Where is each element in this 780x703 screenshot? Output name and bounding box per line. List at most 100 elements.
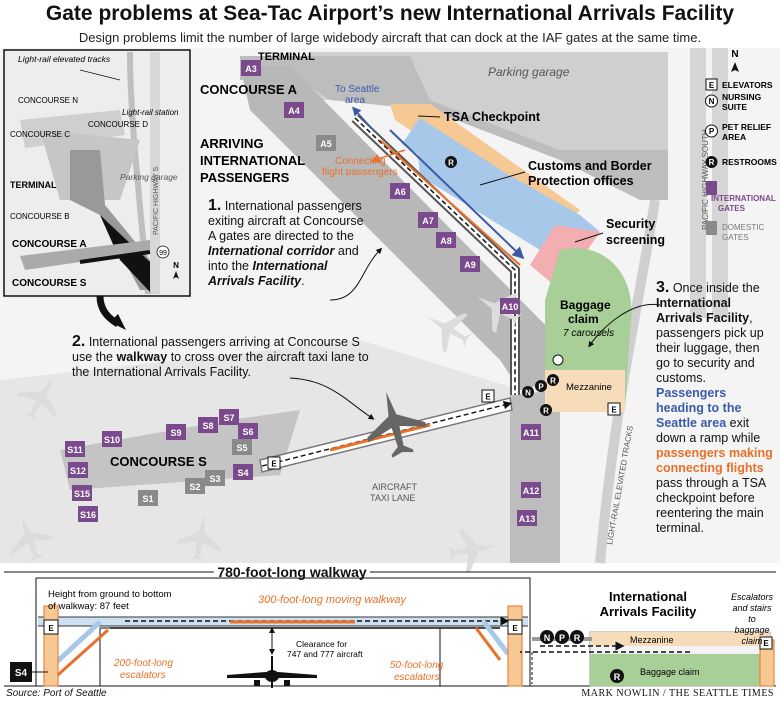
legend-intl: INTERNATIONAL — [711, 194, 776, 203]
map-parking-label: Parking garage — [488, 65, 570, 79]
svg-text:E: E — [611, 406, 617, 415]
page-title: Gate problems at Sea-Tac Airport’s new I… — [45, 2, 735, 25]
gate-a10-label: A10 — [502, 302, 519, 312]
gate-a3-badge — [241, 60, 261, 76]
gate-s2-label: S2 — [189, 482, 200, 492]
legend-nursing-2: SUITE — [722, 102, 747, 112]
iaf-baggage-label: Baggage claim — [640, 667, 700, 677]
gate-s3-badge — [205, 470, 225, 486]
gate-s12-badge — [68, 462, 88, 478]
customs-area — [415, 122, 600, 256]
gate-badges: A3A4A5A6A7A8A9A10A11A12A13S1S2S3S4S5S6S7… — [65, 60, 541, 526]
gate-a13-badge — [517, 510, 537, 526]
gate-s15-badge — [72, 485, 92, 501]
esc50-label-1: 50-foot-long — [390, 660, 444, 671]
svg-text:R: R — [614, 672, 621, 682]
gate-s11-label: S11 — [67, 445, 83, 455]
gate-a9-badge — [460, 256, 480, 272]
security-label: Security — [606, 217, 655, 231]
gate-a7-label: A7 — [422, 216, 434, 226]
svg-text:R: R — [709, 158, 715, 167]
legend-domestic-2: GATES — [722, 233, 749, 242]
inset-concourse-c: CONCOURSE C — [10, 130, 70, 139]
legend-intl-2: GATES — [718, 204, 746, 213]
svg-text:E: E — [763, 639, 769, 648]
walkway-gate-s4: S4 — [15, 668, 28, 679]
terminal-shape — [240, 56, 668, 200]
carousels-label: 7 carousels — [563, 328, 614, 339]
svg-text:N: N — [709, 97, 715, 106]
gate-s7-label: S7 — [223, 413, 234, 423]
gate-s7-badge — [219, 409, 239, 425]
gate-a12-badge — [521, 482, 541, 498]
inset-concourse-b: CONCOURSE B — [10, 212, 70, 221]
tsa-label: TSA Checkpoint — [444, 110, 541, 124]
svg-text:R: R — [448, 159, 454, 168]
north-arrow-icon: N — [731, 49, 739, 72]
inset-north-icon: N — [173, 261, 179, 270]
esc-stairs-5: claim — [741, 636, 763, 646]
airplane-icon — [367, 392, 427, 458]
step-1: 1. International passengers exiting airc… — [208, 197, 364, 289]
legend-domestic: DOMESTIC — [722, 223, 764, 232]
clearance-label-2: 747 and 777 aircraft — [287, 649, 363, 659]
gate-s8-label: S8 — [202, 421, 213, 431]
gate-a6-badge — [390, 183, 410, 199]
gate-a11-badge — [521, 424, 541, 440]
arriving-label-1: ARRIVING — [200, 136, 264, 151]
iaf-label-2: Arrivals Facility — [600, 604, 698, 619]
inset-highway: PACIFIC HIGHWAY S. — [153, 165, 160, 235]
gate-s16-label: S16 — [80, 510, 96, 520]
gate-a13-label: A13 — [519, 514, 536, 524]
gate-a7-badge — [418, 212, 438, 228]
gate-s10-label: S10 — [104, 435, 120, 445]
gate-s6-badge — [238, 423, 258, 439]
step-3: 3. Once inside the International Arrival… — [656, 279, 773, 536]
svg-text:R: R — [550, 377, 556, 386]
esc200-label-1: 200-foot-long — [113, 658, 173, 669]
gate-s8-badge — [198, 417, 218, 433]
iaf-label-1: International — [609, 589, 687, 604]
connecting-label-2: flight passengers — [322, 167, 398, 178]
credit-line: MARK NOWLIN / THE SEATTLE TIMES — [581, 688, 774, 699]
gate-s12-label: S12 — [70, 466, 86, 476]
gate-s15-label: S15 — [74, 489, 90, 499]
svg-text:E: E — [512, 624, 518, 633]
moving-walkway-label: 300-foot-long moving walkway — [258, 594, 407, 606]
gate-s1-badge — [138, 490, 158, 506]
svg-text:R: R — [543, 407, 549, 416]
clearance-label-1: Clearance for — [296, 639, 347, 649]
legend-nursing: NURSING — [722, 92, 762, 102]
inset-concourse-d: CONCOURSE D — [88, 120, 148, 129]
gate-a3-label: A3 — [245, 64, 257, 74]
gate-a5-label: A5 — [320, 139, 332, 149]
svg-text:E: E — [271, 460, 277, 469]
inset-map: Light-rail elevated tracks CONCOURSE N C… — [3, 49, 191, 297]
esc200-label-2: escalators — [120, 670, 166, 681]
gate-a9-label: A9 — [464, 260, 476, 270]
gate-a8-badge — [436, 232, 456, 248]
gate-a5-badge — [316, 135, 336, 151]
svg-text:N: N — [544, 633, 551, 643]
arriving-label-2: INTERNATIONAL — [200, 153, 305, 168]
svg-text:N: N — [731, 49, 738, 60]
arriving-label-3: PASSENGERS — [200, 170, 290, 185]
svg-text:N: N — [525, 389, 531, 398]
inset-route: 99 — [159, 250, 167, 257]
inset-concourse-a: CONCOURSE A — [12, 239, 87, 250]
esc-stairs-1: Escalators — [731, 592, 774, 602]
inset-concourse-n: CONCOURSE N — [18, 96, 78, 105]
svg-text:P: P — [559, 633, 565, 643]
gate-a4-label: A4 — [288, 106, 300, 116]
legend-restrooms: RESTROOMS — [722, 157, 777, 167]
taxi-lane-label: AIRCRAFT — [372, 482, 418, 492]
svg-text:P: P — [709, 127, 715, 136]
legend-elevators: ELEVATORS — [722, 80, 773, 90]
gate-s1-label: S1 — [142, 494, 153, 504]
to-seattle-label-2: area — [345, 95, 365, 106]
legend: E ELEVATORS N NURSING SUITE P PET RELIEF… — [705, 78, 777, 242]
iaf-structure — [351, 104, 632, 412]
gate-a12-label: A12 — [523, 486, 540, 496]
gate-s4-badge — [233, 464, 253, 480]
walkway-section: 780-foot-long walkway E E S4 — [4, 560, 776, 688]
